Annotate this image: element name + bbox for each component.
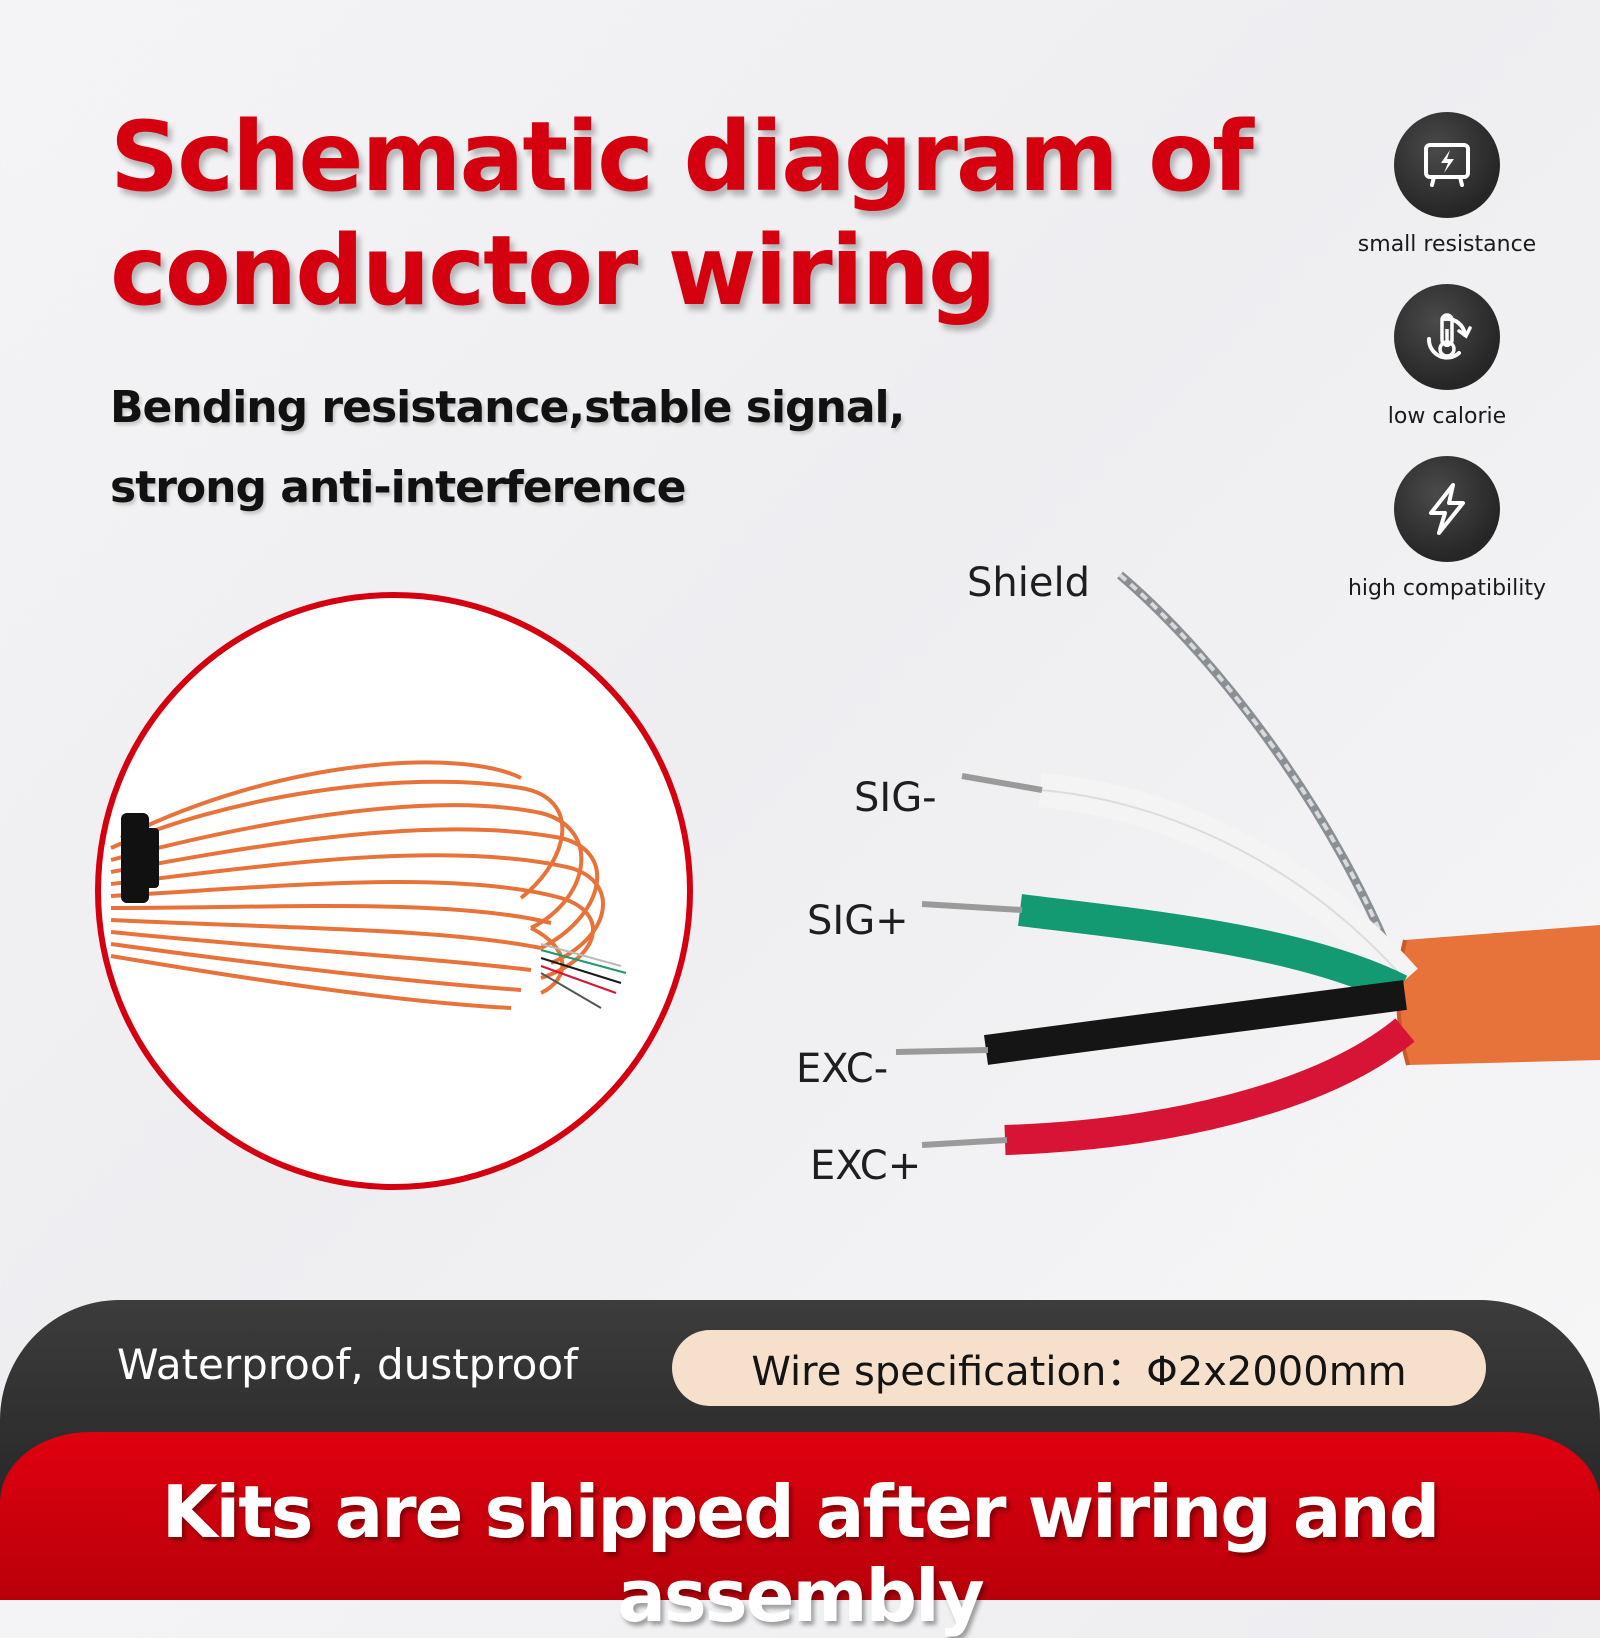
wire-label-sig-plus: SIG+: [807, 898, 909, 944]
feature-label: high compatibility: [1347, 576, 1547, 601]
page-subtitle: Bending resistance,stable signal, strong…: [110, 368, 905, 528]
wire-spec-text: Wire specification：Φ2x2000mm: [751, 1349, 1407, 1395]
subtitle-line-2: strong anti-interference: [110, 462, 686, 513]
footer-red-band: [0, 1432, 1600, 1600]
wire-spec-pill: Wire specification：Φ2x2000mm: [672, 1330, 1486, 1406]
wire-label-exc-plus: EXC+: [810, 1143, 922, 1189]
feature-low-calorie: low calorie: [1327, 284, 1567, 429]
feature-high-compatibility: high compatibility: [1327, 456, 1567, 601]
subtitle-line-1: Bending resistance,stable signal,: [110, 382, 905, 433]
cable-wiring-diagram: [895, 571, 1600, 1155]
feature-label: low calorie: [1387, 404, 1507, 429]
title-line-1: Schematic diagram of: [110, 101, 1254, 213]
wire-label-sig-minus: SIG-: [854, 775, 937, 821]
feature-small-resistance: small resistance: [1327, 112, 1567, 257]
wire-label-shield: Shield: [967, 560, 1090, 606]
monitor-lightning-icon: [1394, 112, 1500, 218]
feature-label: small resistance: [1357, 232, 1537, 257]
waterproof-text: Waterproof, dustproof: [117, 1340, 578, 1389]
shipping-banner-text: Kits are shipped after wiring and assemb…: [161, 1470, 1440, 1638]
page-title: Schematic diagram of conductor wiring: [110, 100, 1254, 328]
thermometer-refresh-icon: [1394, 284, 1500, 390]
title-line-2: conductor wiring: [110, 215, 997, 327]
coiled-cable-photo: [95, 592, 693, 1190]
lightning-bolt-icon: [1394, 456, 1500, 562]
wire-label-exc-minus: EXC-: [796, 1046, 889, 1092]
